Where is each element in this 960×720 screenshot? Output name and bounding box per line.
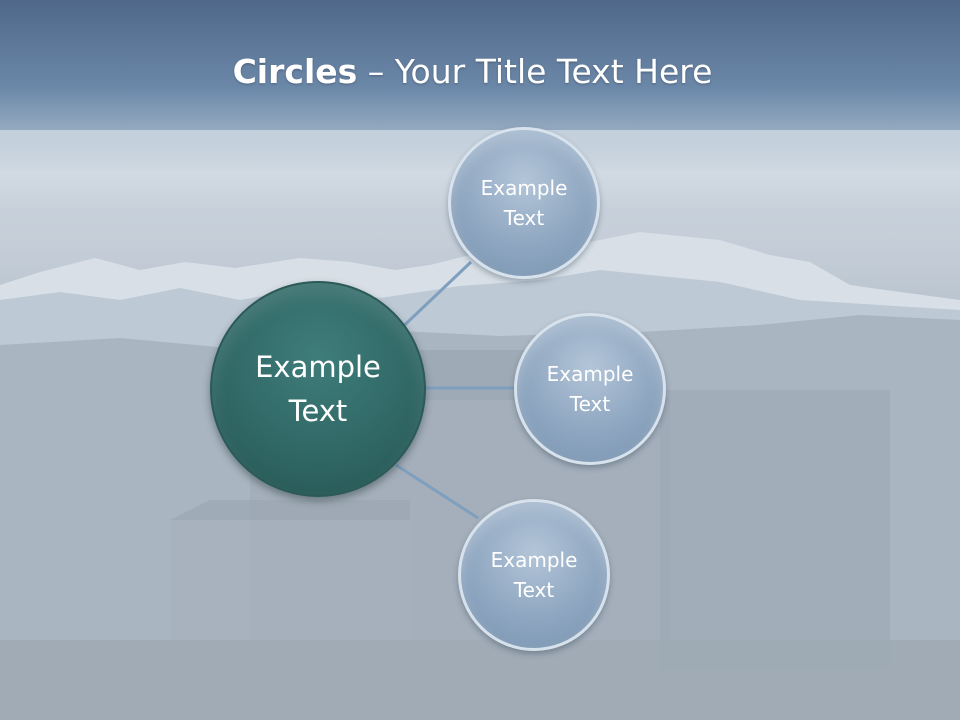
- title-bold: Circles: [232, 52, 358, 91]
- barn-shed: [170, 520, 410, 640]
- title-rest: – Your Title Text Here: [357, 52, 713, 91]
- satellite-label-top: Example Text: [480, 176, 568, 230]
- satellite-label-bottom: Example Text: [490, 548, 578, 602]
- slide-title: Circles – Your Title Text Here: [0, 52, 945, 91]
- center-circle[interactable]: Example Text: [210, 281, 426, 497]
- barn-side: [660, 390, 890, 670]
- center-circle-label: Example Text: [255, 350, 381, 428]
- satellite-circle-middle[interactable]: Example Text: [514, 313, 666, 465]
- satellite-label-middle: Example Text: [546, 362, 634, 416]
- shed-roof: [170, 500, 410, 520]
- connector-bottom: [395, 463, 479, 520]
- ground: [0, 640, 960, 720]
- satellite-circle-top[interactable]: Example Text: [448, 127, 600, 279]
- satellite-circle-bottom[interactable]: Example Text: [458, 499, 610, 651]
- connector-top: [391, 260, 473, 338]
